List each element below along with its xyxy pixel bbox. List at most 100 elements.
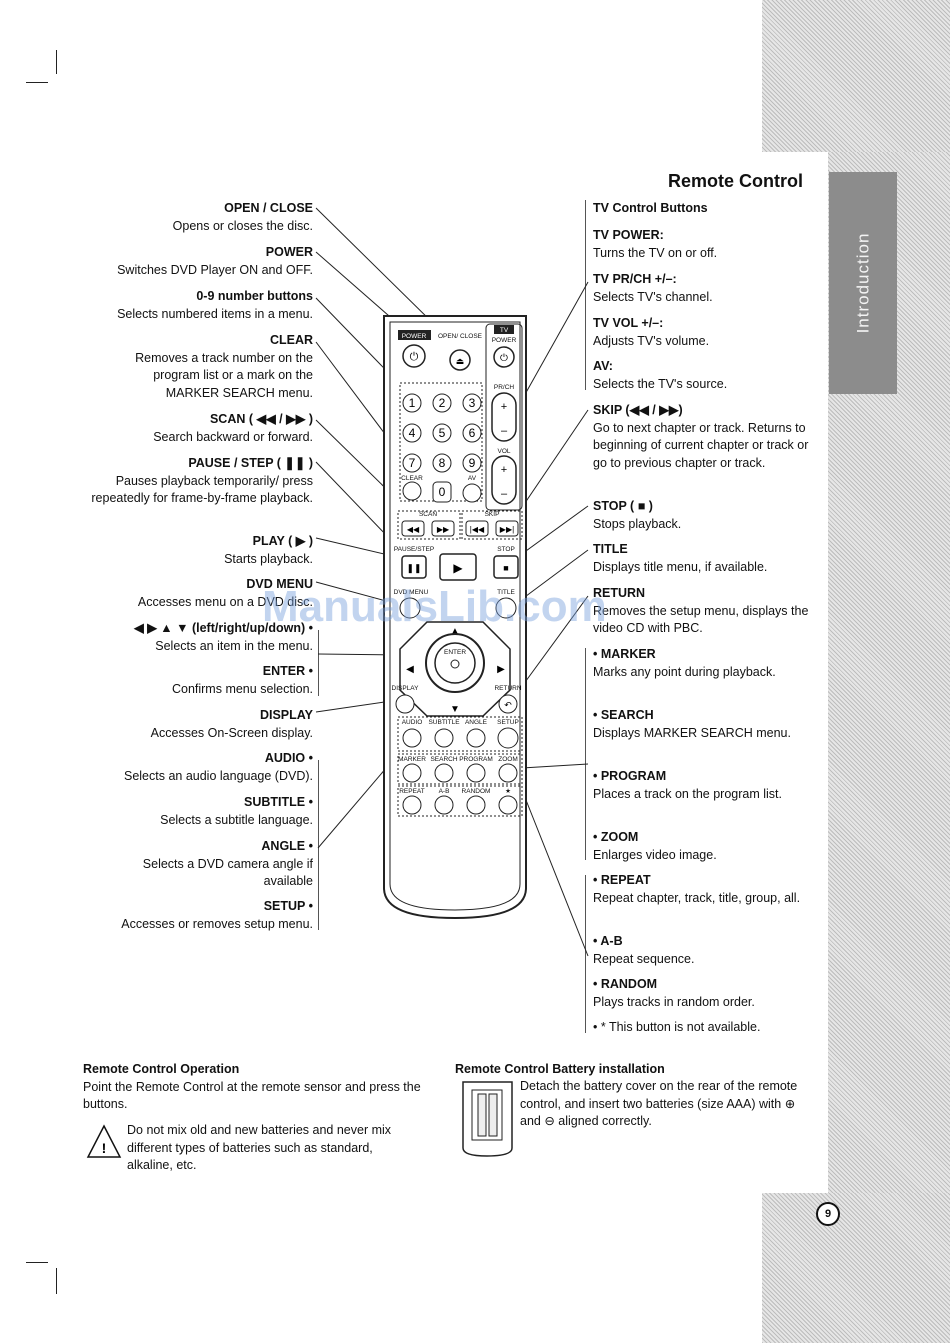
angle-button[interactable] [466, 728, 486, 748]
desc-pause-step: PAUSE / STEP ( ❚❚ )Pauses playback tempo… [91, 456, 313, 505]
zoom-button[interactable] [498, 763, 518, 783]
search-label: SEARCH [430, 756, 457, 763]
skip-label: SKIP [485, 511, 500, 518]
search-button[interactable] [434, 763, 454, 783]
play-icon: ▶ [453, 561, 463, 575]
page-shading-bottom [762, 1193, 950, 1343]
right-arrow-icon[interactable]: ▶ [497, 664, 505, 675]
digit-label: 1 [409, 396, 416, 410]
tv-section [485, 323, 523, 511]
return-label: RETURN [494, 685, 521, 692]
stop-icon: ■ [503, 563, 508, 573]
random-button[interactable] [466, 795, 486, 815]
digit-8-button[interactable] [432, 453, 452, 473]
tv-power-label: POWER [492, 337, 517, 344]
skip-previous-icon: |◀◀ [470, 525, 485, 534]
digit-9-button[interactable] [462, 453, 482, 473]
dvd-menu-button[interactable] [399, 597, 421, 619]
power-button[interactable] [402, 344, 426, 368]
scan-back-button[interactable] [401, 520, 425, 537]
bracket-line [318, 630, 319, 696]
prch-rocker[interactable] [491, 392, 517, 442]
digit-3-button[interactable] [462, 393, 482, 413]
title-label: TITLE [497, 589, 515, 596]
program-button[interactable] [466, 763, 486, 783]
digit-1-button[interactable] [402, 393, 422, 413]
pause-step-label: PAUSE/STEP [394, 546, 434, 553]
skip-back-button[interactable] [465, 520, 489, 537]
digit-7-button[interactable] [402, 453, 422, 473]
desc-scan: SCAN ( ◀◀ / ▶▶ )Search backward or forwa… [153, 412, 313, 444]
play-button[interactable] [439, 553, 477, 581]
digit-0-button[interactable] [432, 481, 452, 503]
battery-section-title: Remote Control Battery installation [455, 1061, 800, 1079]
skip-group [461, 510, 523, 540]
digit-label: 9 [469, 456, 476, 470]
ab-button[interactable] [434, 795, 454, 815]
star-button[interactable] [498, 795, 518, 815]
digit-5-button[interactable] [432, 423, 452, 443]
plus-icon: + [501, 464, 507, 476]
digit-label: 2 [439, 396, 446, 410]
stop-button[interactable] [493, 555, 519, 579]
minus-icon: – [501, 425, 508, 437]
desc-enter: ENTER •Confirms menu selection. [171, 664, 313, 696]
tv-power-button[interactable] [493, 346, 515, 368]
repeat-button[interactable] [402, 795, 422, 815]
scan-label: SCAN [419, 511, 437, 518]
subtitle-button[interactable] [434, 728, 454, 748]
marker-button[interactable] [402, 763, 422, 783]
warning-exclamation: ! [102, 1140, 107, 1156]
desc-skip: SKIP (◀◀ / ▶▶)Go to next chapter or trac… [593, 403, 809, 470]
prch-label: PR/CH [494, 384, 515, 391]
display-button[interactable] [395, 694, 415, 714]
bracket-line [585, 648, 586, 860]
scan-group [397, 510, 461, 540]
digit-6-button[interactable] [462, 423, 482, 443]
digit-label: 4 [409, 426, 416, 440]
side-tab: Introduction [829, 172, 897, 394]
digit-2-button[interactable] [432, 393, 452, 413]
down-arrow-icon[interactable]: ▼ [450, 704, 460, 715]
up-arrow-icon[interactable]: ▲ [450, 626, 460, 637]
pause-step-button[interactable] [401, 555, 427, 579]
vol-rocker[interactable] [491, 455, 517, 505]
digit-label: 7 [409, 456, 416, 470]
power-icon: ⏻ [410, 351, 419, 363]
eject-icon: ⏏ [456, 356, 465, 366]
random-label: RANDOM [462, 788, 491, 795]
desc-subtitle: SUBTITLE •Selects a subtitle language. [160, 795, 313, 827]
clear-button[interactable] [402, 481, 422, 501]
av-button[interactable] [462, 483, 482, 503]
desc-av: AV:Selects the TV's source. [593, 359, 728, 391]
desc-angle: ANGLE •Selects a DVD camera angle if ava… [142, 839, 313, 888]
display-label: DISPLAY [392, 685, 420, 692]
repeat-label: REPEAT [399, 788, 425, 795]
desc-tv-power: TV POWER:Turns the TV on or off. [593, 228, 718, 260]
enter-button[interactable] [434, 642, 476, 684]
desc-note: • * This button is not available. [593, 1020, 761, 1034]
audio-button[interactable] [402, 728, 422, 748]
setup-button[interactable] [497, 727, 519, 749]
digit-4-button[interactable] [402, 423, 422, 443]
open-close-button[interactable] [449, 349, 471, 371]
title-button[interactable] [495, 597, 517, 619]
skip-forward-button[interactable] [495, 520, 519, 537]
zoom-label: ZOOM [498, 756, 518, 763]
enter-icon [450, 659, 460, 669]
star-label: ★ [505, 787, 511, 795]
return-button[interactable] [498, 694, 518, 714]
left-arrow-icon[interactable]: ◀ [406, 664, 414, 675]
battery-cell [477, 1093, 487, 1137]
battery-illustration [462, 1081, 513, 1157]
enter-label: ENTER [444, 649, 466, 656]
scan-forward-button[interactable] [431, 520, 455, 537]
crop-mark [56, 1268, 57, 1294]
desc-tv-control: TV Control Buttons [593, 201, 708, 215]
